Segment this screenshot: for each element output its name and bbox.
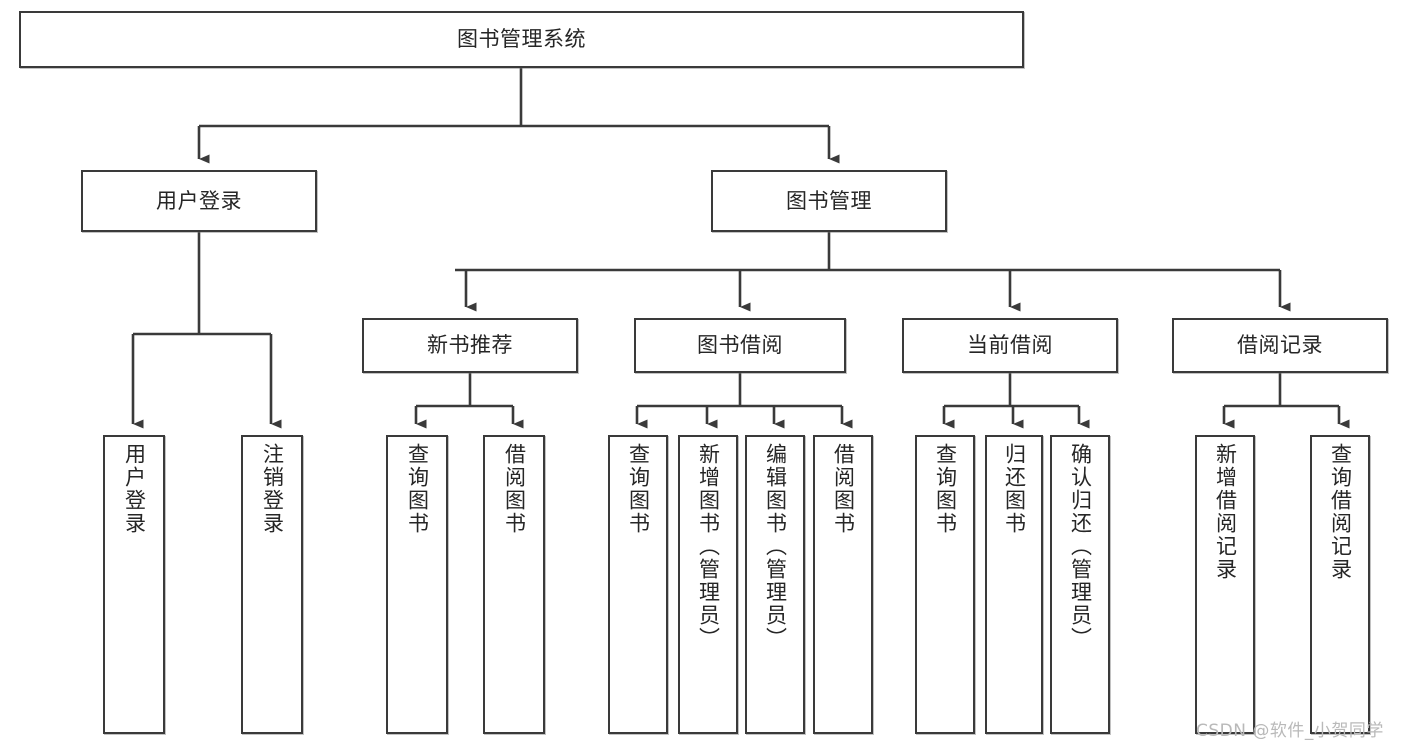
node-label: 当前借阅: [967, 333, 1053, 358]
node-leaf-return-book[interactable]: 归还图书: [985, 435, 1043, 734]
node-label: 用户登录: [122, 443, 147, 535]
node-leaf-edit-book-admin[interactable]: 编辑图书（管理员）: [745, 435, 805, 734]
node-root[interactable]: 图书管理系统: [19, 11, 1024, 68]
node-label: 新增借阅记录: [1213, 443, 1238, 581]
node-leaf-borrow-book-rec[interactable]: 借阅图书: [483, 435, 545, 734]
node-book-manage[interactable]: 图书管理: [711, 170, 947, 232]
node-user-login[interactable]: 用户登录: [81, 170, 317, 232]
node-label: 查询图书: [626, 443, 651, 535]
node-label: 查询借阅记录: [1328, 443, 1353, 581]
node-label: 编辑图书（管理员）: [763, 443, 788, 650]
node-leaf-query-book-rec[interactable]: 查询图书: [386, 435, 448, 734]
node-leaf-add-borrow-record[interactable]: 新增借阅记录: [1195, 435, 1255, 734]
node-label: 用户登录: [156, 188, 242, 213]
node-new-book-recommend[interactable]: 新书推荐: [362, 318, 578, 373]
node-label: 查询图书: [933, 443, 958, 535]
node-label: 注销登录: [260, 443, 285, 535]
node-label: 借阅图书: [502, 443, 527, 535]
node-leaf-logout[interactable]: 注销登录: [241, 435, 303, 734]
node-leaf-query-book-cur[interactable]: 查询图书: [915, 435, 975, 734]
node-label: 图书借阅: [697, 333, 783, 358]
node-borrow-record[interactable]: 借阅记录: [1172, 318, 1388, 373]
node-leaf-user-login[interactable]: 用户登录: [103, 435, 165, 734]
node-label: 归还图书: [1002, 443, 1027, 535]
node-label: 借阅记录: [1237, 333, 1323, 358]
node-leaf-confirm-return-admin[interactable]: 确认归还（管理员）: [1050, 435, 1110, 734]
node-book-borrow[interactable]: 图书借阅: [634, 318, 846, 373]
node-leaf-query-borrow-record[interactable]: 查询借阅记录: [1310, 435, 1370, 734]
node-label: 新增图书（管理员）: [696, 443, 721, 650]
node-label: 新书推荐: [427, 333, 513, 358]
node-leaf-add-book-admin[interactable]: 新增图书（管理员）: [678, 435, 738, 734]
node-label: 图书管理系统: [457, 27, 586, 52]
node-leaf-query-book-borrow[interactable]: 查询图书: [608, 435, 668, 734]
node-label: 借阅图书: [831, 443, 856, 535]
node-leaf-borrow-book[interactable]: 借阅图书: [813, 435, 873, 734]
node-current-borrow[interactable]: 当前借阅: [902, 318, 1118, 373]
node-label: 图书管理: [786, 188, 872, 213]
node-label: 查询图书: [405, 443, 430, 535]
node-label: 确认归还（管理员）: [1068, 443, 1093, 650]
